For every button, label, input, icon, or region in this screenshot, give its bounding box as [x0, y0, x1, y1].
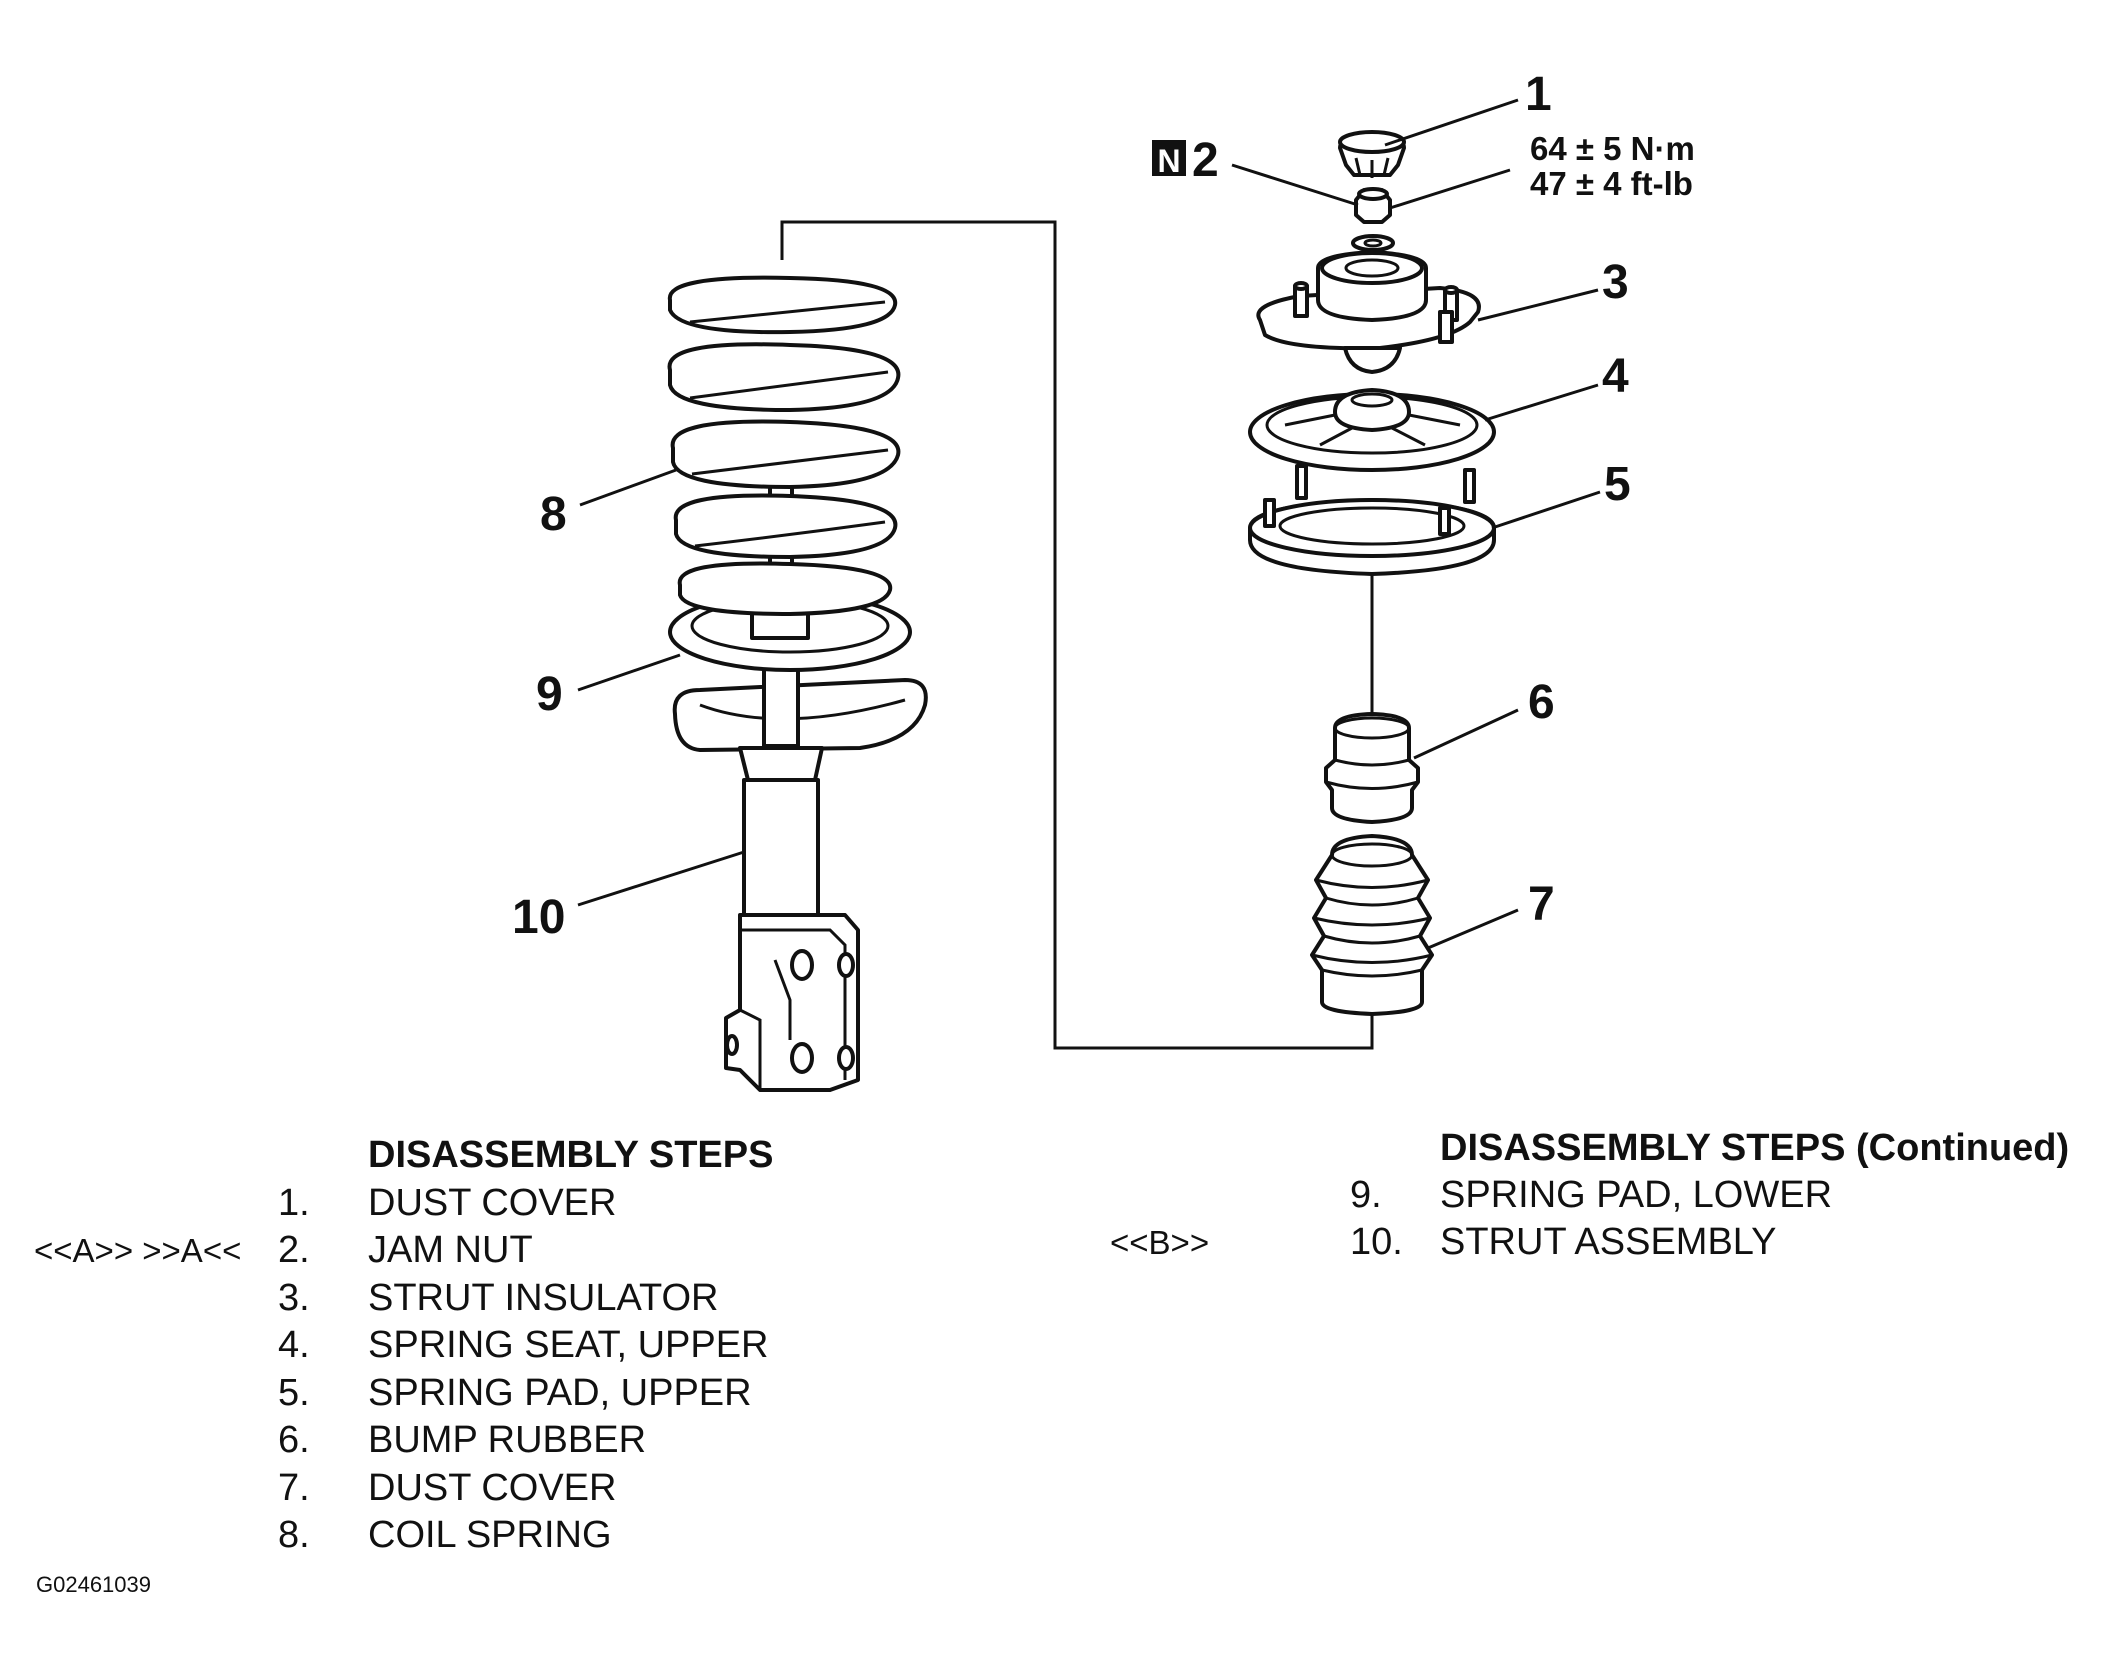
strut-insulator: [1256, 250, 1481, 374]
assembly-bracket-line: [780, 220, 1374, 1050]
steps-list-right: DISASSEMBLY STEPS (Continued) 9. SPRING …: [1110, 1127, 2069, 1263]
step-label: STRUT INSULATOR: [368, 1277, 719, 1319]
dust-cover-cap: [1338, 130, 1406, 178]
torque-imperial: 47 ± 4 ft-lb: [1530, 165, 1693, 202]
figure-id: G02461039: [36, 1572, 151, 1597]
coil-spring: [667, 275, 901, 616]
step-label: COIL SPRING: [368, 1514, 612, 1556]
step-label: SPRING SEAT, UPPER: [368, 1324, 769, 1366]
steps-heading-continued: DISASSEMBLY STEPS (Continued): [1440, 1127, 2069, 1169]
step-num: 5.: [278, 1372, 310, 1414]
step-num: 4.: [278, 1324, 310, 1366]
step-num: 1.: [278, 1182, 310, 1224]
bump-rubber: [1324, 712, 1420, 824]
callout-8: 8: [540, 488, 567, 541]
step-label: SPRING PAD, LOWER: [1440, 1174, 1832, 1216]
callout-2: 2: [1192, 134, 1219, 187]
step-num: 2.: [278, 1229, 310, 1271]
callout-7: 7: [1528, 878, 1555, 931]
step-num: 8.: [278, 1514, 310, 1556]
callout-1: 1: [1525, 68, 1552, 121]
torque-metric: 64 ± 5 N·m: [1530, 130, 1695, 167]
step-code: <<B>>: [1110, 1224, 1209, 1261]
step-label: SPRING PAD, UPPER: [368, 1372, 752, 1414]
callout-6: 6: [1528, 676, 1555, 729]
step-label: STRUT ASSEMBLY: [1440, 1221, 1776, 1263]
step-num: 7.: [278, 1467, 310, 1509]
callout-5: 5: [1604, 458, 1631, 511]
step-label: DUST COVER: [368, 1182, 616, 1224]
step-num: 9.: [1350, 1174, 1382, 1216]
step-label: BUMP RUBBER: [368, 1419, 646, 1461]
new-part-badge-label: N: [1157, 143, 1180, 179]
jam-nut: [1351, 187, 1395, 252]
step-label: JAM NUT: [368, 1229, 533, 1271]
step-num: 10.: [1350, 1221, 1403, 1263]
callout-4: 4: [1602, 350, 1629, 403]
new-part-badge: [1152, 140, 1186, 176]
step-label: DUST COVER: [368, 1467, 616, 1509]
callouts: 1 N 2 64 ± 5 N·m 47 ± 4 ft-lb 3 4 5 6 7 …: [512, 68, 1695, 944]
leader-lines: [577, 98, 1601, 950]
steps-heading: DISASSEMBLY STEPS: [368, 1134, 773, 1176]
step-num: 3.: [278, 1277, 310, 1319]
callout-9: 9: [536, 668, 563, 721]
callout-3: 3: [1602, 256, 1629, 309]
step-num: 6.: [278, 1419, 310, 1461]
spring-pad-upper: [1248, 464, 1496, 576]
spring-seat-upper: [1248, 388, 1496, 472]
step-code: <<A>> >>A<<: [34, 1232, 241, 1269]
callout-10: 10: [512, 891, 565, 944]
dust-cover-boot: [1310, 834, 1434, 1016]
steps-list-left: DISASSEMBLY STEPS 1. DUST COVER <<A>> >>…: [34, 1134, 773, 1556]
